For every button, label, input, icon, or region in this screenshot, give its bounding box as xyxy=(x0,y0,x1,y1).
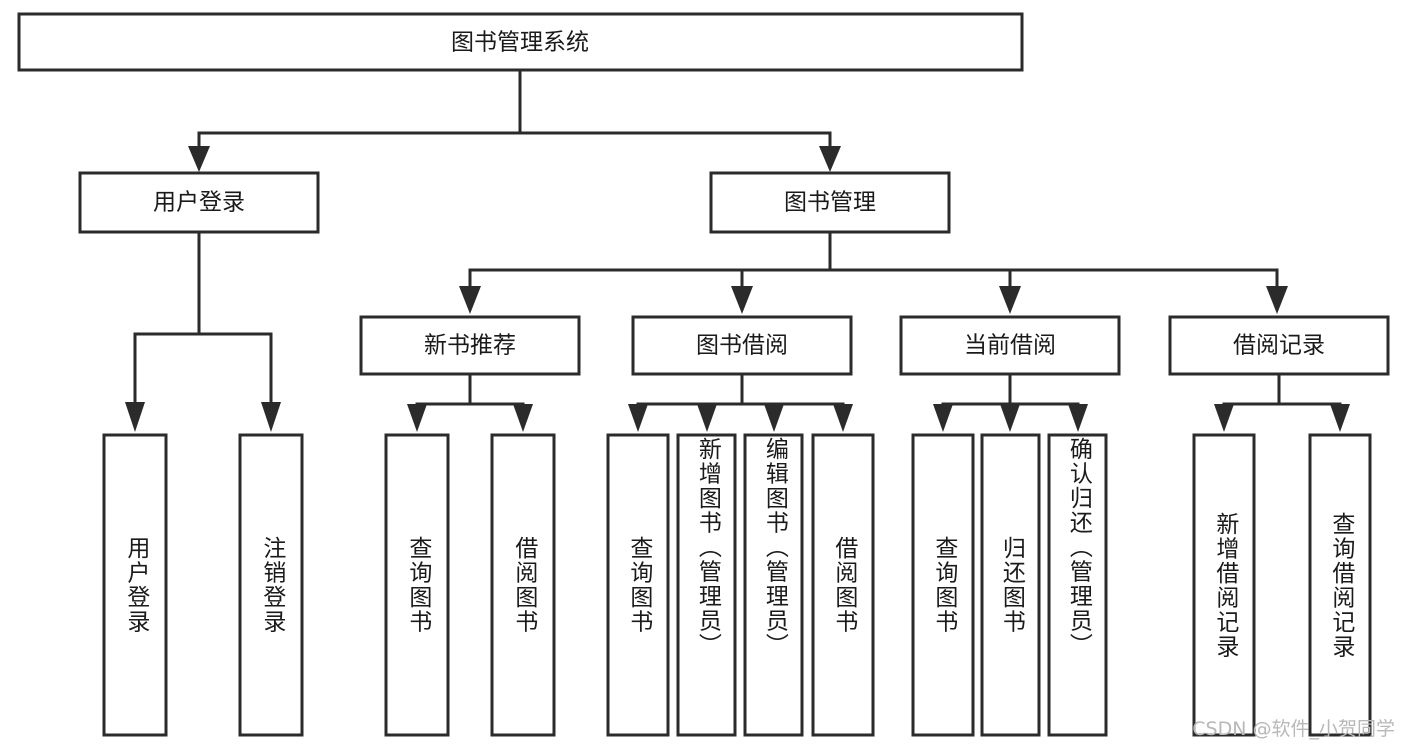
arrowhead-current-borrow xyxy=(999,286,1021,314)
node-root-box[interactable] xyxy=(17,12,1024,72)
arrowhead-leaf-add-record xyxy=(1214,404,1234,432)
arrowhead-leaf-borrow-book-2 xyxy=(833,404,853,432)
arrowhead-leaf-add-book xyxy=(697,404,717,432)
arrowhead-leaf-edit-book xyxy=(764,404,784,432)
node-leaf-borrow-book-1-box[interactable] xyxy=(490,433,556,737)
node-current-borrow-box[interactable] xyxy=(899,315,1121,376)
node-book-borrow-box[interactable] xyxy=(631,315,853,376)
arrowhead-leaf-return-book xyxy=(1000,404,1020,432)
node-borrow-record-label: 借阅记录 xyxy=(1233,333,1325,359)
node-new-book-rec-label: 新书推荐 xyxy=(424,333,516,359)
arrowhead-book-borrow xyxy=(731,286,753,314)
node-leaf-borrow-book-2-box[interactable] xyxy=(811,433,875,737)
csdn-watermark: CSDN @软件_小贺同学 xyxy=(1192,718,1395,740)
arrowhead-new-book-rec xyxy=(459,286,481,314)
node-leaf-add-book-box[interactable] xyxy=(676,433,737,737)
arrowhead-book-manage xyxy=(819,146,841,172)
node-leaf-query-book-3-box[interactable] xyxy=(911,433,975,737)
node-leaf-query-book-2-box[interactable] xyxy=(606,433,670,737)
node-leaf-user-login-box[interactable] xyxy=(102,433,168,737)
node-leaf-edit-book-box[interactable] xyxy=(743,433,804,737)
node-root-label: 图书管理系统 xyxy=(451,30,589,56)
node-current-borrow-label: 当前借阅 xyxy=(964,333,1056,359)
arrowhead-leaf-logout xyxy=(261,402,281,432)
arrowhead-leaf-confirm-return xyxy=(1068,404,1088,432)
node-leaf-logout-box[interactable] xyxy=(238,433,304,737)
node-borrow-record-box[interactable] xyxy=(1168,315,1390,376)
arrowhead-leaf-query-book-3 xyxy=(933,404,953,432)
arrowhead-leaf-query-record xyxy=(1330,404,1350,432)
node-leaf-confirm-return-box[interactable] xyxy=(1047,433,1108,737)
node-book-manage-label: 图书管理 xyxy=(784,190,876,216)
arrowhead-leaf-query-book-1 xyxy=(407,404,427,432)
node-leaf-add-record-box[interactable] xyxy=(1192,433,1256,737)
arrowhead-user-login xyxy=(188,146,210,172)
node-leaf-query-record-box[interactable] xyxy=(1308,433,1372,737)
node-user-login-label: 用户登录 xyxy=(153,190,245,216)
node-new-book-rec-box[interactable] xyxy=(359,315,581,376)
node-book-manage-box[interactable] xyxy=(709,171,951,234)
node-leaf-return-book-box[interactable] xyxy=(980,433,1041,737)
arrowhead-borrow-record xyxy=(1266,286,1288,314)
arrowhead-leaf-user-login xyxy=(125,402,145,432)
node-book-borrow-label: 图书借阅 xyxy=(696,333,788,359)
arrowhead-leaf-query-book-2 xyxy=(628,404,648,432)
node-leaf-query-book-1-box[interactable] xyxy=(384,433,450,737)
arrowhead-leaf-borrow-book-1 xyxy=(513,404,533,432)
